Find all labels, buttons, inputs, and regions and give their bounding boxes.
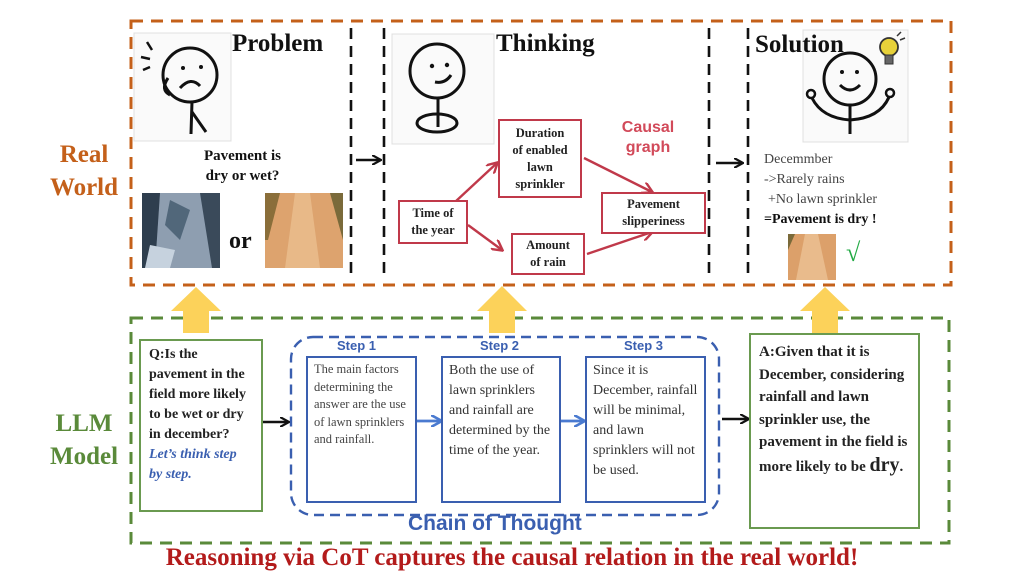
node-duration-line4: sprinkler xyxy=(515,176,565,191)
or-label: or xyxy=(229,228,252,254)
thinking-stick-figure-icon xyxy=(391,33,495,145)
problem-question-line1: Pavement is xyxy=(203,148,282,164)
node-pavement-line2: slipperiness xyxy=(622,214,685,228)
causal-graph-label-line2: graph xyxy=(625,139,671,156)
wet-pavement-photo xyxy=(142,193,220,268)
check-mark-icon: √ xyxy=(846,238,861,267)
dry-pavement-photo xyxy=(265,193,343,268)
solution-line2: ->Rarely rains xyxy=(764,172,845,187)
llm-model-label-line1: LLM xyxy=(55,410,113,437)
node-duration-line1: Duration xyxy=(515,125,565,140)
real-world-label-line2: World xyxy=(49,174,119,201)
step3-box: Since it is December, rainfall will be m… xyxy=(585,356,706,503)
step3-label: Step 3 xyxy=(624,338,664,353)
llm-model-label: LLM Model xyxy=(36,407,132,473)
solution-line4: =Pavement is dry ! xyxy=(764,212,877,227)
real-world-frame xyxy=(129,19,953,287)
solution-line1: Decemmber xyxy=(764,152,833,167)
node-rain-line2: of rain xyxy=(530,255,566,269)
step1-label: Step 1 xyxy=(337,338,377,353)
answer-key-word: dry xyxy=(869,453,900,476)
causal-edge-duration-to-pavement xyxy=(583,156,652,192)
step2-label: Step 2 xyxy=(480,338,520,353)
causal-node-time-of-year: Time of the year xyxy=(398,200,468,244)
causal-edge-time-to-rain xyxy=(467,224,502,250)
causal-edge-time-to-duration xyxy=(454,163,497,203)
solution-title: Solution xyxy=(755,31,844,58)
node-rain-line1: Amount xyxy=(526,238,570,252)
answer-suffix: . xyxy=(899,458,904,475)
thinking-title: Thinking xyxy=(496,30,595,57)
node-time-line1: Time of xyxy=(412,206,454,220)
causal-edge-rain-to-pavement xyxy=(586,232,652,256)
up-arrow-question xyxy=(171,287,221,333)
node-duration-line2: of enabled xyxy=(512,142,568,157)
problem-question-line2: dry or wet? xyxy=(205,168,280,184)
chain-of-thought-frame xyxy=(289,335,721,517)
question-box: Q:Is the pavement in the field more like… xyxy=(139,339,263,512)
real-world-label: Real World xyxy=(38,138,130,204)
llm-model-frame xyxy=(129,316,951,545)
step-by-step-prompt: Let’s think step by step. xyxy=(149,447,237,482)
solution-line3: +No lawn sprinkler xyxy=(768,192,877,207)
lightbulb-icon xyxy=(879,31,906,65)
step1-box: The main factors determining the answer … xyxy=(306,356,417,503)
confused-stick-figure-icon xyxy=(133,32,232,142)
node-pavement-line1: Pavement xyxy=(627,197,680,211)
step2-box: Both the use of lawn sprinklers and rain… xyxy=(441,356,561,503)
chain-of-thought-label: Chain of Thought xyxy=(408,512,582,535)
causal-graph-label: Causal graph xyxy=(612,118,684,158)
happy-stick-figure-icon xyxy=(802,29,909,143)
causal-node-sprinkler-duration: Duration of enabled lawn sprinkler xyxy=(498,119,582,198)
causal-graph-label-line1: Causal xyxy=(621,119,675,136)
node-duration-line3: lawn xyxy=(527,159,553,174)
causal-node-amount-of-rain: Amount of rain xyxy=(511,233,585,275)
real-world-label-line1: Real xyxy=(59,141,109,168)
solution-reasoning: Decemmber ->Rarely rains +No lawn sprink… xyxy=(764,150,877,230)
causal-node-pavement-slipperiness: Pavement slipperiness xyxy=(601,192,706,234)
dry-pavement-thumbnail xyxy=(788,234,836,280)
problem-title: Problem xyxy=(232,30,324,57)
answer-text: A:Given that it is December, considering… xyxy=(759,344,908,475)
answer-box: A:Given that it is December, considering… xyxy=(749,333,920,529)
llm-model-label-line2: Model xyxy=(49,443,119,470)
up-arrow-answer xyxy=(800,287,850,333)
up-arrow-cot xyxy=(477,286,527,333)
problem-question: Pavement is dry or wet? xyxy=(185,146,300,186)
conclusion-banner: Reasoning via CoT captures the causal re… xyxy=(165,544,859,571)
question-text: Q:Is the pavement in the field more like… xyxy=(149,347,246,442)
node-time-line2: the year xyxy=(411,223,455,237)
